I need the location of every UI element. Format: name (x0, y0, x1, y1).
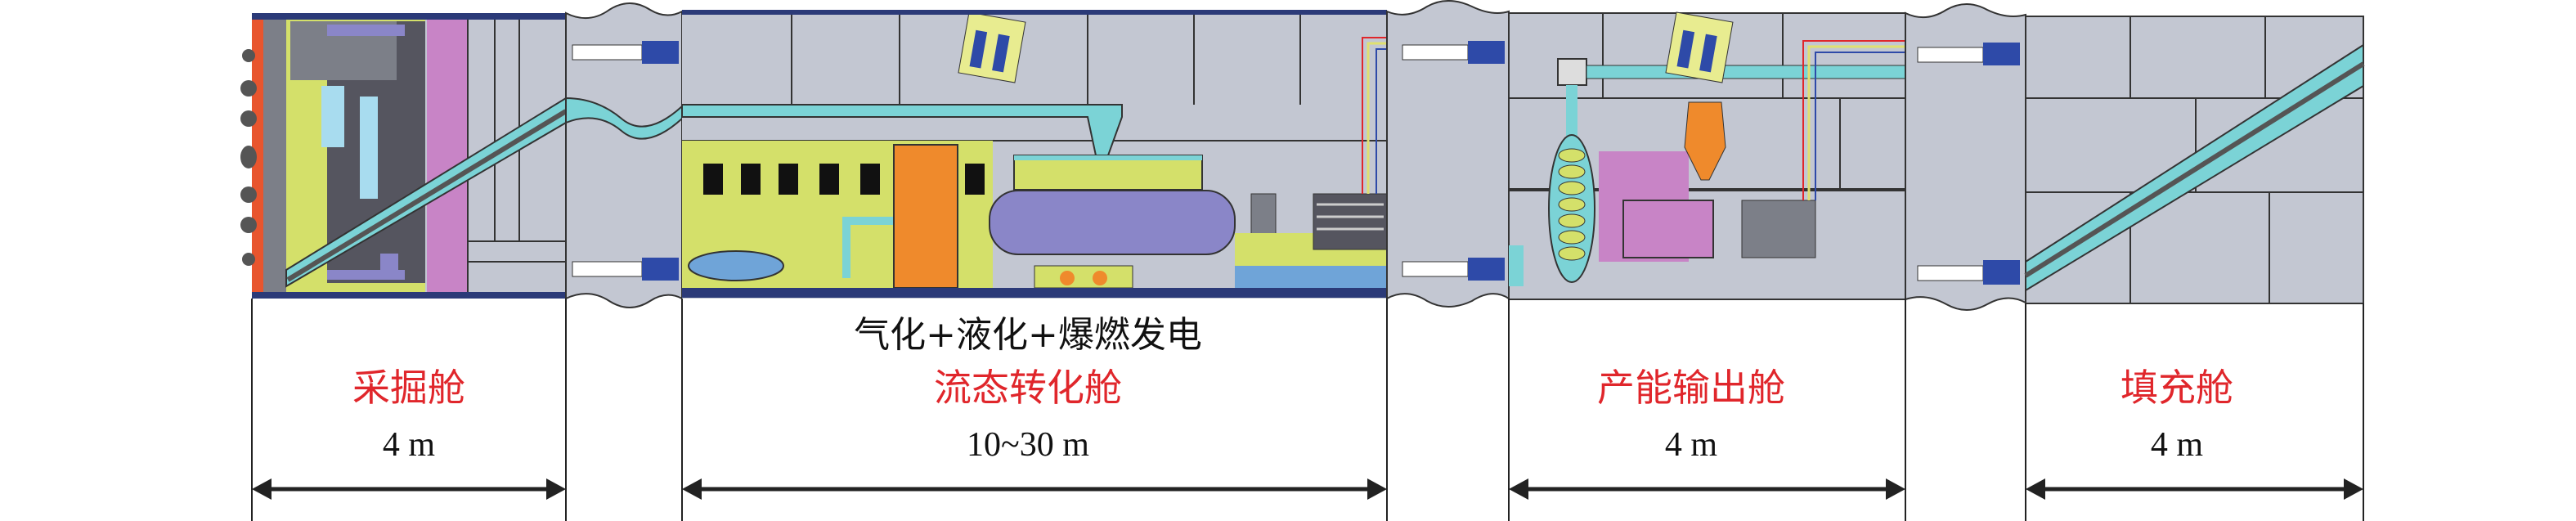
connector-1 (565, 2, 683, 308)
energy-output-cabin (1508, 11, 1926, 300)
liquefaction-tank (989, 190, 1236, 255)
cabin-name-energy-output: 产能输出舱 (1597, 366, 1785, 410)
connector-2 (1386, 0, 1510, 308)
cabin-name-mining: 采掘舱 (352, 366, 465, 410)
backfill-cabin (2024, 16, 2365, 304)
pink-bulkhead (427, 18, 468, 292)
robot-arm (958, 11, 1026, 83)
cabin-length-conversion: 10~30 m (967, 426, 1089, 464)
radiator (1313, 193, 1388, 250)
cabin-length-mining: 4 m (383, 426, 436, 464)
orange-vessel (1684, 101, 1726, 181)
dimension-lines (251, 299, 2364, 521)
mining-cabin (240, 13, 568, 299)
cabin-name-backfill: 填充舱 (2120, 366, 2233, 410)
cabin-length-energy-output: 4 m (1665, 426, 1718, 464)
cabin-name-conversion: 流态转化舱 (934, 366, 1122, 410)
cutter-teeth (240, 49, 257, 266)
conversion-cabin (681, 10, 1423, 299)
robot-arm (1665, 11, 1734, 83)
arrowheads (252, 478, 2363, 500)
vents (703, 164, 985, 195)
cabin-length-backfill: 4 m (2151, 426, 2204, 464)
process-title: 气化+液化+爆燃发电 (854, 314, 1202, 356)
gas-tank (688, 250, 784, 281)
connector-3 (1905, 3, 2026, 311)
radiator (1741, 200, 1816, 258)
orange-reactor (893, 144, 958, 289)
turbine (1622, 200, 1714, 258)
